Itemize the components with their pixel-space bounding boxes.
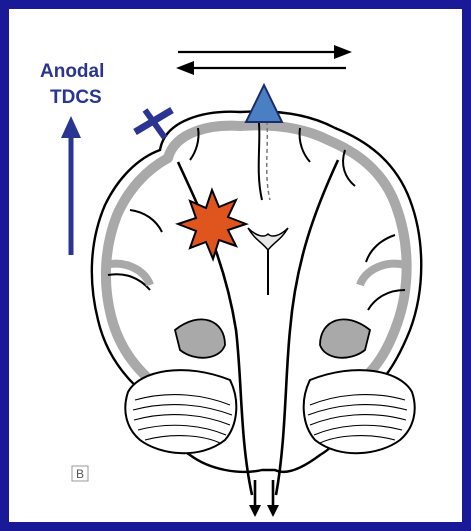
stim-label-line2: TDCS: [50, 87, 102, 108]
panel-label-box: B: [72, 466, 88, 481]
interhemispheric-arrows: [176, 45, 352, 75]
right-descending-arrowhead: [267, 505, 279, 517]
excitatory-triangle-icon: [246, 85, 282, 122]
up-arrow-icon: [61, 116, 81, 255]
panel-label: B: [76, 467, 84, 481]
left-arrowhead: [176, 61, 194, 75]
stim-label-line1: Anodal: [40, 61, 104, 82]
stim-label-group: Anodal TDCS: [40, 61, 104, 108]
right-arrowhead: [334, 45, 352, 59]
left-descending-arrowhead: [249, 505, 261, 517]
